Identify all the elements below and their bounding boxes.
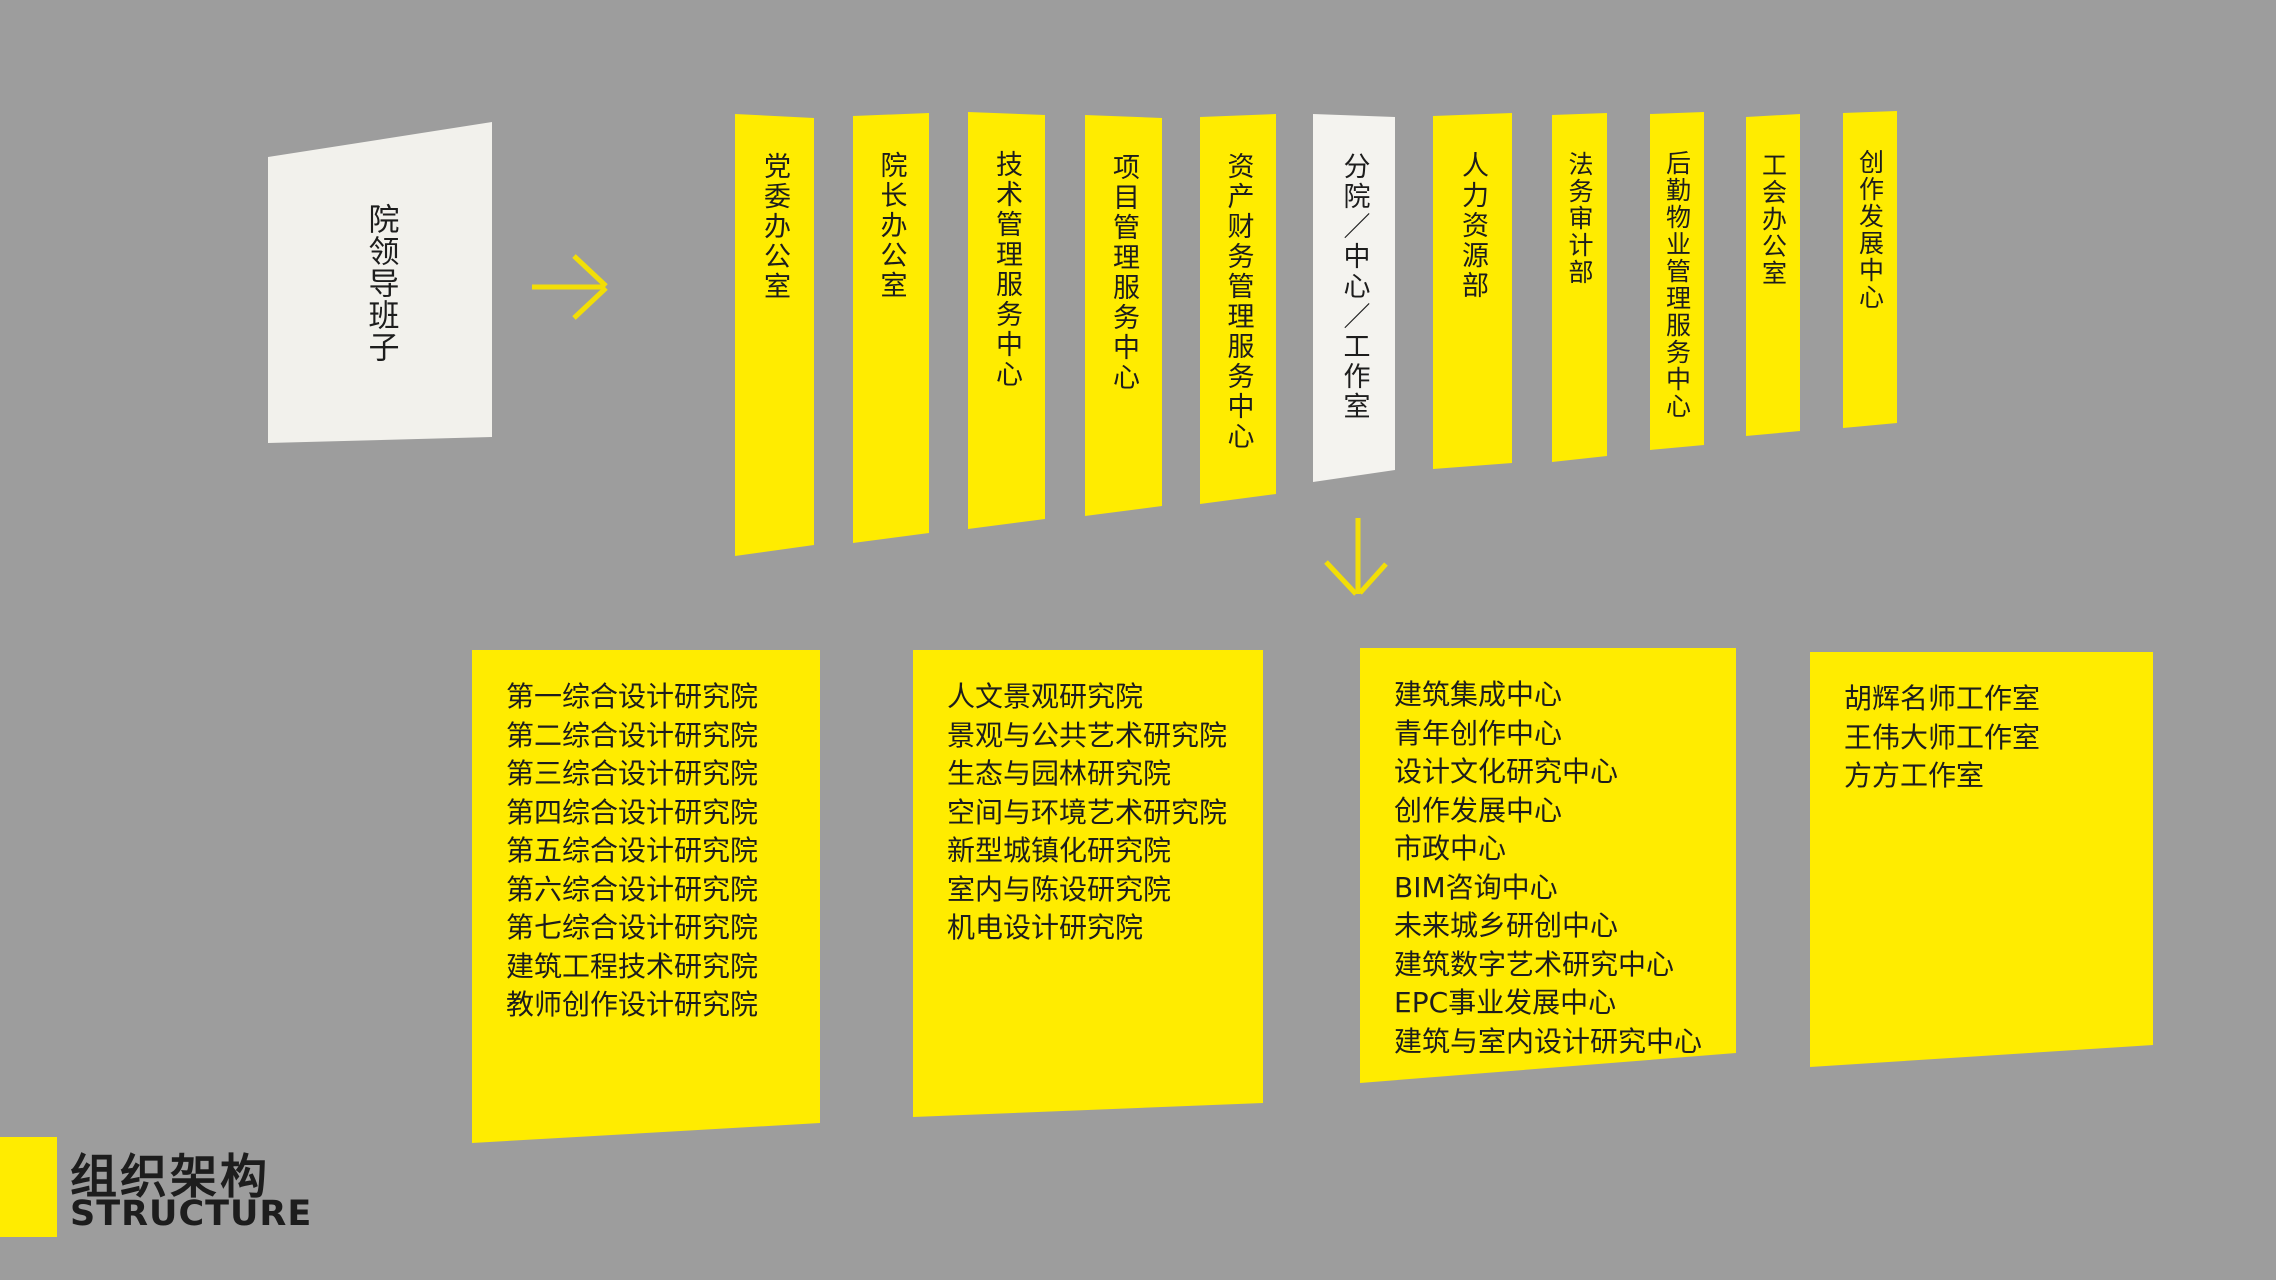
banner-11: 创作发展中心 xyxy=(1843,111,1897,428)
banner-label: 后勤物业管理服务中心 xyxy=(1662,150,1692,420)
group-item: 第一综合设计研究院 xyxy=(506,680,759,713)
banner-label: 项目管理服务中心 xyxy=(1108,153,1139,393)
group-item: 室内与陈设研究院 xyxy=(947,872,1172,906)
group-item: 机电设计研究院 xyxy=(947,911,1144,944)
banner-7: 人力资源部 xyxy=(1433,113,1512,469)
group-box-research-institutes: 人文景观研究院景观与公共艺术研究院生态与园林研究院空间与环境艺术研究院新型城镇化… xyxy=(913,650,1263,1117)
group-item: 第七综合设计研究院 xyxy=(506,911,759,944)
banner-2: 院长办公室 xyxy=(853,113,929,543)
banner-label: 技术管理服务中心 xyxy=(991,150,1022,390)
title-accent-square xyxy=(0,1137,57,1237)
group-list: 胡辉名师工作室王伟大师工作室方方工作室 xyxy=(1844,680,2143,796)
group-item: 空间与环境艺术研究院 xyxy=(947,795,1228,829)
group-item: 方方工作室 xyxy=(1844,759,1985,792)
group-item: EPC事业发展中心 xyxy=(1394,986,1617,1019)
root-box: 院领导班子 xyxy=(268,122,492,443)
group-item: 建筑集成中心 xyxy=(1394,678,1563,711)
banner-3: 技术管理服务中心 xyxy=(968,112,1045,529)
banner-label: 人力资源部 xyxy=(1457,151,1488,301)
group-item: 第六综合设计研究院 xyxy=(506,872,759,906)
page-title: 组织架构 xyxy=(70,1150,270,1205)
banner-label: 分院／中心／工作室 xyxy=(1338,152,1370,422)
group-item: 青年创作中心 xyxy=(1394,716,1563,750)
root-box-label: 院领导班子 xyxy=(362,202,399,363)
group-item: 市政中心 xyxy=(1394,832,1507,865)
group-item: 教师创作设计研究院 xyxy=(506,988,759,1021)
group-item: 新型城镇化研究院 xyxy=(947,834,1172,867)
group-item: BIM咨询中心 xyxy=(1394,870,1558,904)
group-item: 生态与园林研究院 xyxy=(947,757,1172,790)
group-item: 景观与公共艺术研究院 xyxy=(947,718,1228,752)
page-subtitle: STRUCTURE xyxy=(70,1194,313,1234)
group-item: 第四综合设计研究院 xyxy=(506,795,759,829)
group-item: 未来城乡研创中心 xyxy=(1394,909,1619,942)
banner-10: 工会办公室 xyxy=(1746,114,1800,436)
group-item: 建筑工程技术研究院 xyxy=(506,949,759,983)
banner-label: 资产财务管理服务中心 xyxy=(1222,152,1254,452)
group-item: 创作发展中心 xyxy=(1394,793,1563,827)
group-item: 设计文化研究中心 xyxy=(1394,755,1619,788)
group-item: 建筑与室内设计研究中心 xyxy=(1394,1024,1703,1058)
banner-label: 工会办公室 xyxy=(1758,152,1788,287)
group-item: 王伟大师工作室 xyxy=(1844,720,2041,754)
banner-label: 党委办公室 xyxy=(759,152,790,302)
group-item: 第五综合设计研究院 xyxy=(506,834,759,867)
group-item: 第二综合设计研究院 xyxy=(506,718,759,752)
group-item: 第三综合设计研究院 xyxy=(506,757,759,790)
group-item: 建筑数字艺术研究中心 xyxy=(1394,947,1675,981)
group-box-studios: 胡辉名师工作室王伟大师工作室方方工作室 xyxy=(1810,652,2153,1067)
banner-9: 后勤物业管理服务中心 xyxy=(1650,112,1704,450)
banner-8: 法务审计部 xyxy=(1552,113,1607,462)
group-item: 胡辉名师工作室 xyxy=(1844,682,2041,715)
banner-4: 项目管理服务中心 xyxy=(1085,115,1162,516)
banner-6: 分院／中心／工作室 xyxy=(1313,114,1395,482)
group-list: 建筑集成中心青年创作中心设计文化研究中心创作发展中心市政中心 BIM咨询中心未来城… xyxy=(1394,676,1726,1061)
banner-label: 法务审计部 xyxy=(1565,151,1594,286)
group-item: 人文景观研究院 xyxy=(947,680,1144,713)
group-box-centers: 建筑集成中心青年创作中心设计文化研究中心创作发展中心市政中心 BIM咨询中心未来城… xyxy=(1360,648,1736,1083)
banner-label: 创作发展中心 xyxy=(1855,149,1885,311)
right-arrow-icon xyxy=(532,254,608,320)
banner-1: 党委办公室 xyxy=(735,114,814,556)
banner-5: 资产财务管理服务中心 xyxy=(1200,114,1276,504)
group-box-design-institutes: 第一综合设计研究院第二综合设计研究院第三综合设计研究院第四综合设计研究院第五综合… xyxy=(472,650,820,1143)
group-list: 人文景观研究院景观与公共艺术研究院生态与园林研究院空间与环境艺术研究院新型城镇化… xyxy=(947,678,1253,948)
group-list: 第一综合设计研究院第二综合设计研究院第三综合设计研究院第四综合设计研究院第五综合… xyxy=(506,678,810,1025)
banner-label: 院长办公室 xyxy=(875,151,907,301)
down-arrow-icon xyxy=(1324,518,1388,596)
